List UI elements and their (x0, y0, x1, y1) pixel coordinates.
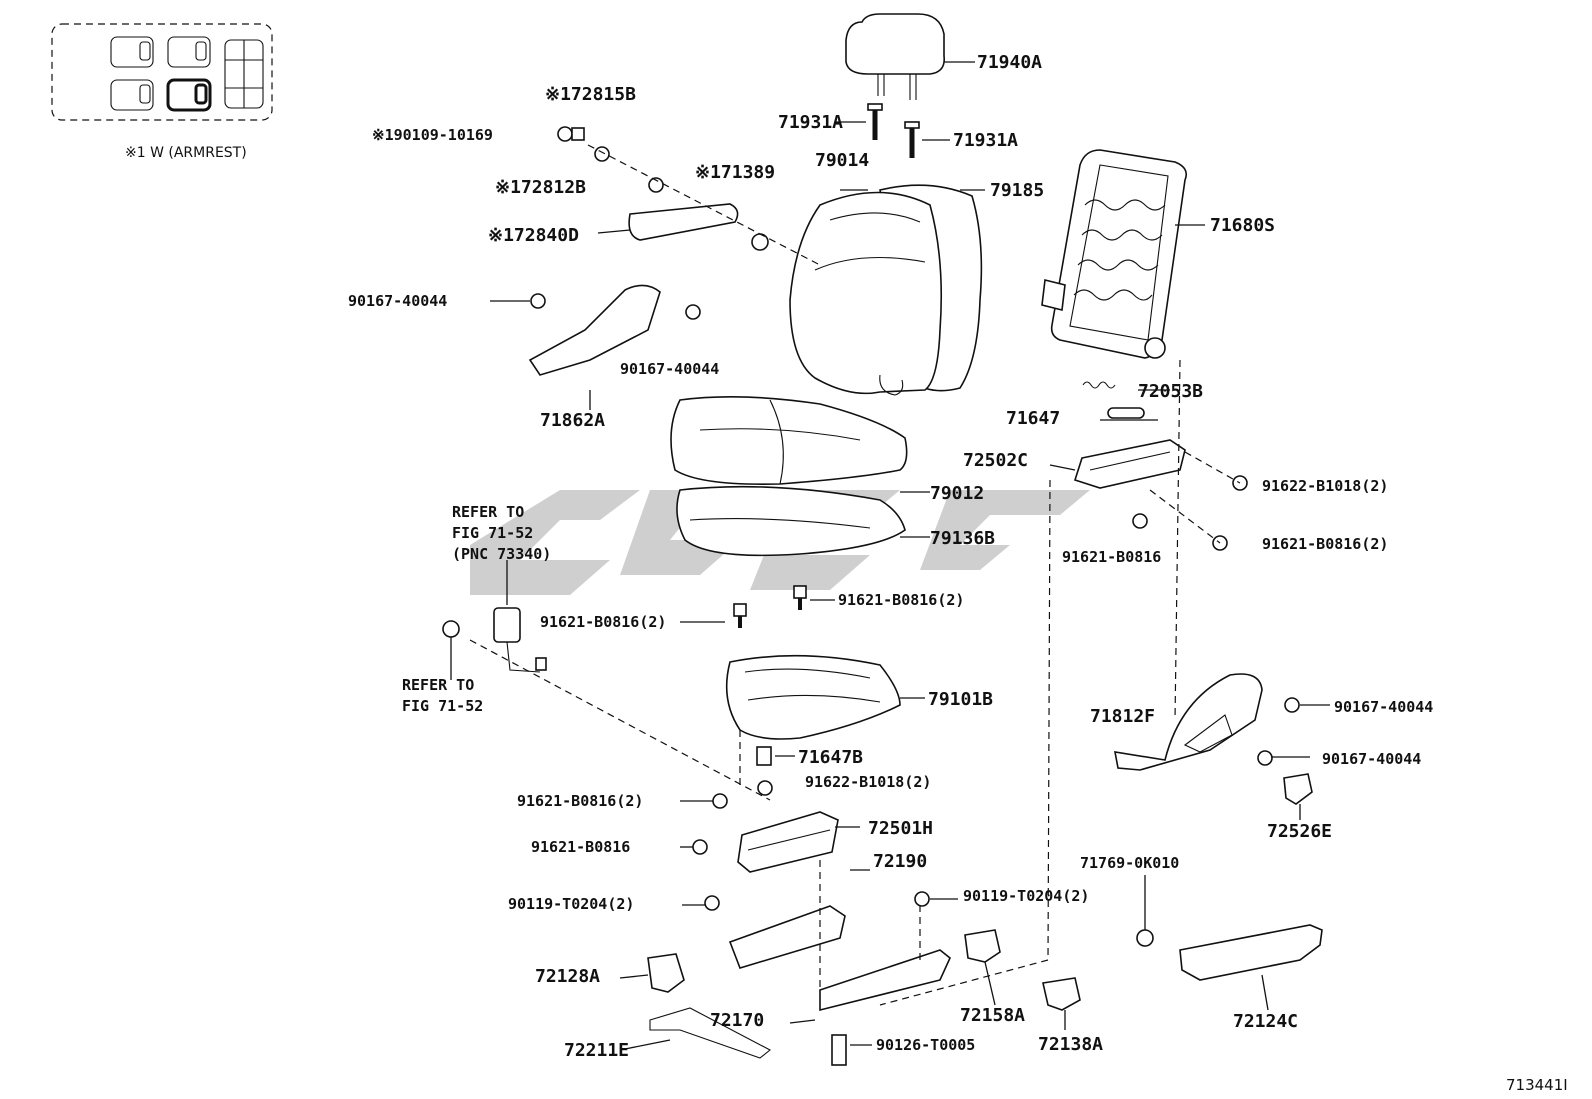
label-72815B: ※172815B (545, 84, 636, 105)
label-91621-B0816-right-single: 91621-B0816 (1062, 548, 1161, 566)
figure-code: 713441I (1506, 1076, 1568, 1094)
label-90126-T0005: 90126-T0005 (876, 1036, 975, 1054)
label-71940A: 71940A (977, 52, 1042, 73)
label-72190: 72190 (873, 851, 927, 872)
label-72158A: 72158A (960, 1005, 1025, 1026)
label-71647: 71647 (1006, 408, 1060, 429)
refer-note-top-line3: (PNC 73340) (452, 545, 551, 563)
label-90167-40044-d: 90167-40044 (1322, 750, 1421, 768)
label-72138A: 72138A (1038, 1034, 1103, 1055)
seat-position-legend (51, 23, 273, 121)
refer-note-top-line2: FIG 71-52 (452, 524, 533, 542)
label-91621-B0816-center-left: 91621-B0816(2) (540, 613, 666, 631)
label-79185: 79185 (990, 180, 1044, 201)
label-91621-B0816-lower-pair: 91621-B0816(2) (517, 792, 643, 810)
label-72211E: 72211E (564, 1040, 629, 1061)
seat-shield-right-drawing (1114, 673, 1330, 820)
refer-note-bottom-line1: REFER TO (402, 676, 474, 694)
label-90167-40044-b: 90167-40044 (620, 360, 719, 378)
label-72170: 72170 (710, 1010, 764, 1031)
label-72128A: 72128A (535, 966, 600, 987)
headrest-guides (835, 103, 950, 158)
cushion-pad-drawing (676, 485, 930, 557)
seat-back-drawing (789, 184, 985, 396)
bolts-center (680, 585, 835, 766)
label-90119-T0204-left: 90119-T0204(2) (508, 895, 634, 913)
label-71931A-right: 71931A (953, 130, 1018, 151)
recliner-cover-left-drawing (490, 284, 701, 410)
headrest-drawing (845, 13, 975, 100)
label-72124C: 72124C (1233, 1011, 1298, 1032)
label-90109-10169: ※190109-10169 (372, 126, 493, 144)
label-72501H: 72501H (868, 818, 933, 839)
refer-note-top-line1: REFER TO (452, 503, 524, 521)
label-71812F: 71812F (1090, 706, 1155, 727)
label-72812B: ※172812B (495, 177, 586, 198)
lower-covers-drawing (619, 875, 1323, 1066)
label-72526E: 72526E (1267, 821, 1332, 842)
label-91621-B0816-lower-single: 91621-B0816 (531, 838, 630, 856)
label-71647B: 71647B (798, 747, 863, 768)
recliner-right-drawing (1049, 381, 1248, 551)
label-72840D: ※172840D (488, 225, 579, 246)
label-79012: 79012 (930, 483, 984, 504)
label-79136B: 79136B (930, 528, 995, 549)
label-90167-40044-c: 90167-40044 (1334, 698, 1433, 716)
armrest-drawing (557, 126, 821, 266)
seat-pan-drawing (725, 654, 925, 740)
label-90167-40044-a: 90167-40044 (348, 292, 447, 310)
seat-back-frame-drawing (1041, 149, 1205, 359)
seat-cushion-drawing (670, 396, 930, 493)
label-90119-T0204-right: 90119-T0204(2) (963, 887, 1089, 905)
label-91621-B0816-center-right: 91621-B0816(2) (838, 591, 964, 609)
buckle-drawing (442, 560, 547, 680)
label-72053B: 72053B (1138, 381, 1203, 402)
label-72502C: 72502C (963, 450, 1028, 471)
label-91622-B1018-right: 91622-B1018(2) (1262, 477, 1388, 495)
assembly-dashed-lines (469, 359, 1181, 1006)
label-91622-B1018-center: 91622-B1018(2) (805, 773, 931, 791)
label-71769-0K010: 71769-0K010 (1080, 854, 1179, 872)
legend-note: ※1 W (ARMREST) (125, 145, 247, 161)
label-79101B: 79101B (928, 689, 993, 710)
label-71862A: 71862A (540, 410, 605, 431)
label-79014: 79014 (815, 150, 869, 171)
label-71931A-left: 71931A (778, 112, 843, 133)
label-91621-B0816-right-pair: 91621-B0816(2) (1262, 535, 1388, 553)
refer-note-bottom-line2: FIG 71-52 (402, 697, 483, 715)
seat-adjuster-drawing (680, 780, 958, 1024)
label-71680S: 71680S (1210, 215, 1275, 236)
label-71389: ※171389 (695, 162, 775, 183)
